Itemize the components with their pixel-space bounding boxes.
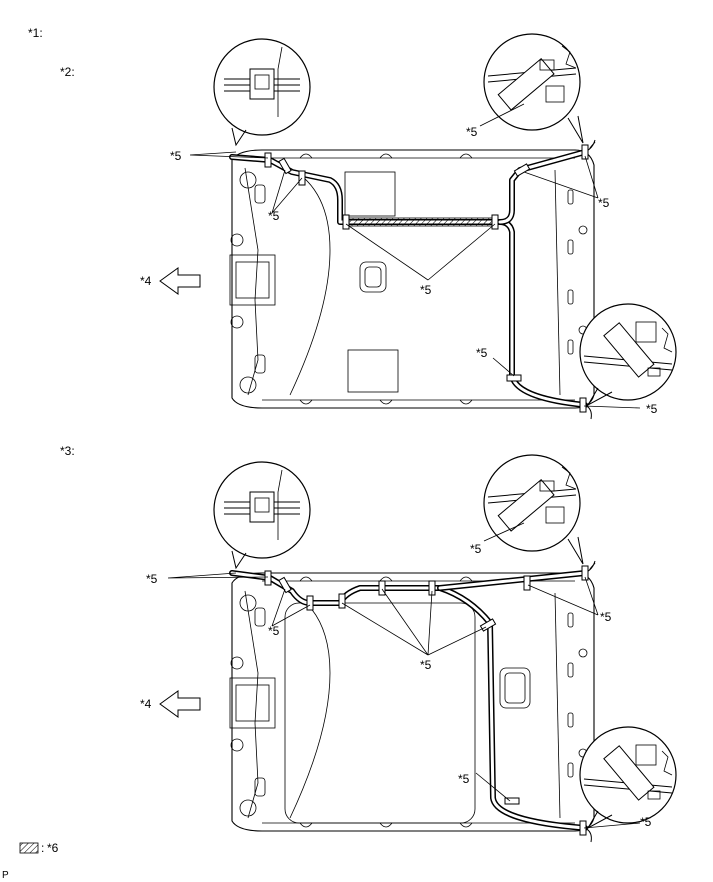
label-1: *1: <box>28 26 43 40</box>
label-3: *3: <box>60 444 75 458</box>
detail-circle-front-right <box>483 33 581 131</box>
label-5: *5 <box>146 572 158 586</box>
dome-light-opening <box>499 667 531 709</box>
label-5: *5 <box>268 624 280 638</box>
label-4: *4 <box>140 274 152 288</box>
detail-circle-front-left <box>213 38 311 136</box>
label-5: *5 <box>170 149 182 163</box>
hatched-swatch-icon <box>19 842 39 854</box>
legend-separator: : <box>41 841 44 855</box>
clamp <box>491 214 499 230</box>
sunroof-opening <box>284 602 476 824</box>
label-5: *5 <box>420 283 432 297</box>
dome-light-opening <box>359 261 387 293</box>
label-5: *5 <box>458 772 470 786</box>
label-5: *5 <box>268 209 280 223</box>
clamp <box>378 580 386 596</box>
label-5: *5 <box>640 815 652 829</box>
hatched-harness-section <box>344 217 496 227</box>
clamp <box>342 214 350 230</box>
headliner-view-sunroof: *5 *5 *5 *5 *5 *5 *5 *4 <box>140 454 677 843</box>
clamp <box>579 397 587 413</box>
left-arrow-icon <box>159 690 201 718</box>
label-2: *2: <box>60 65 75 79</box>
label-5: *5 <box>420 658 432 672</box>
label-4: *4 <box>140 697 152 711</box>
label-5: *5 <box>470 542 482 556</box>
overhead-console-opening <box>344 171 396 217</box>
legend: : *6 <box>19 841 59 855</box>
detail-circle-rear-right <box>579 303 677 401</box>
legend-label-6: *6 <box>47 841 59 855</box>
clamp <box>338 593 346 609</box>
label-5: *5 <box>598 196 610 210</box>
corner-code: P <box>2 870 9 881</box>
label-5: *5 <box>600 610 612 624</box>
clamp <box>306 595 314 611</box>
dome-lamp-opening <box>347 349 399 393</box>
clamp <box>523 575 531 591</box>
clamp <box>264 152 272 168</box>
label-5: *5 <box>476 346 488 360</box>
detail-circle-front-right <box>483 454 581 552</box>
left-arrow-icon <box>159 267 201 295</box>
detail-circle-front-left <box>213 461 311 559</box>
label-5: *5 <box>646 402 658 416</box>
clamp <box>264 570 272 586</box>
detail-circle-rear-right <box>579 726 677 824</box>
headliner-view-standard: *5 *5 *5 *5 *5 *5 *5 *4 <box>140 33 677 420</box>
label-5: *5 <box>466 125 478 139</box>
